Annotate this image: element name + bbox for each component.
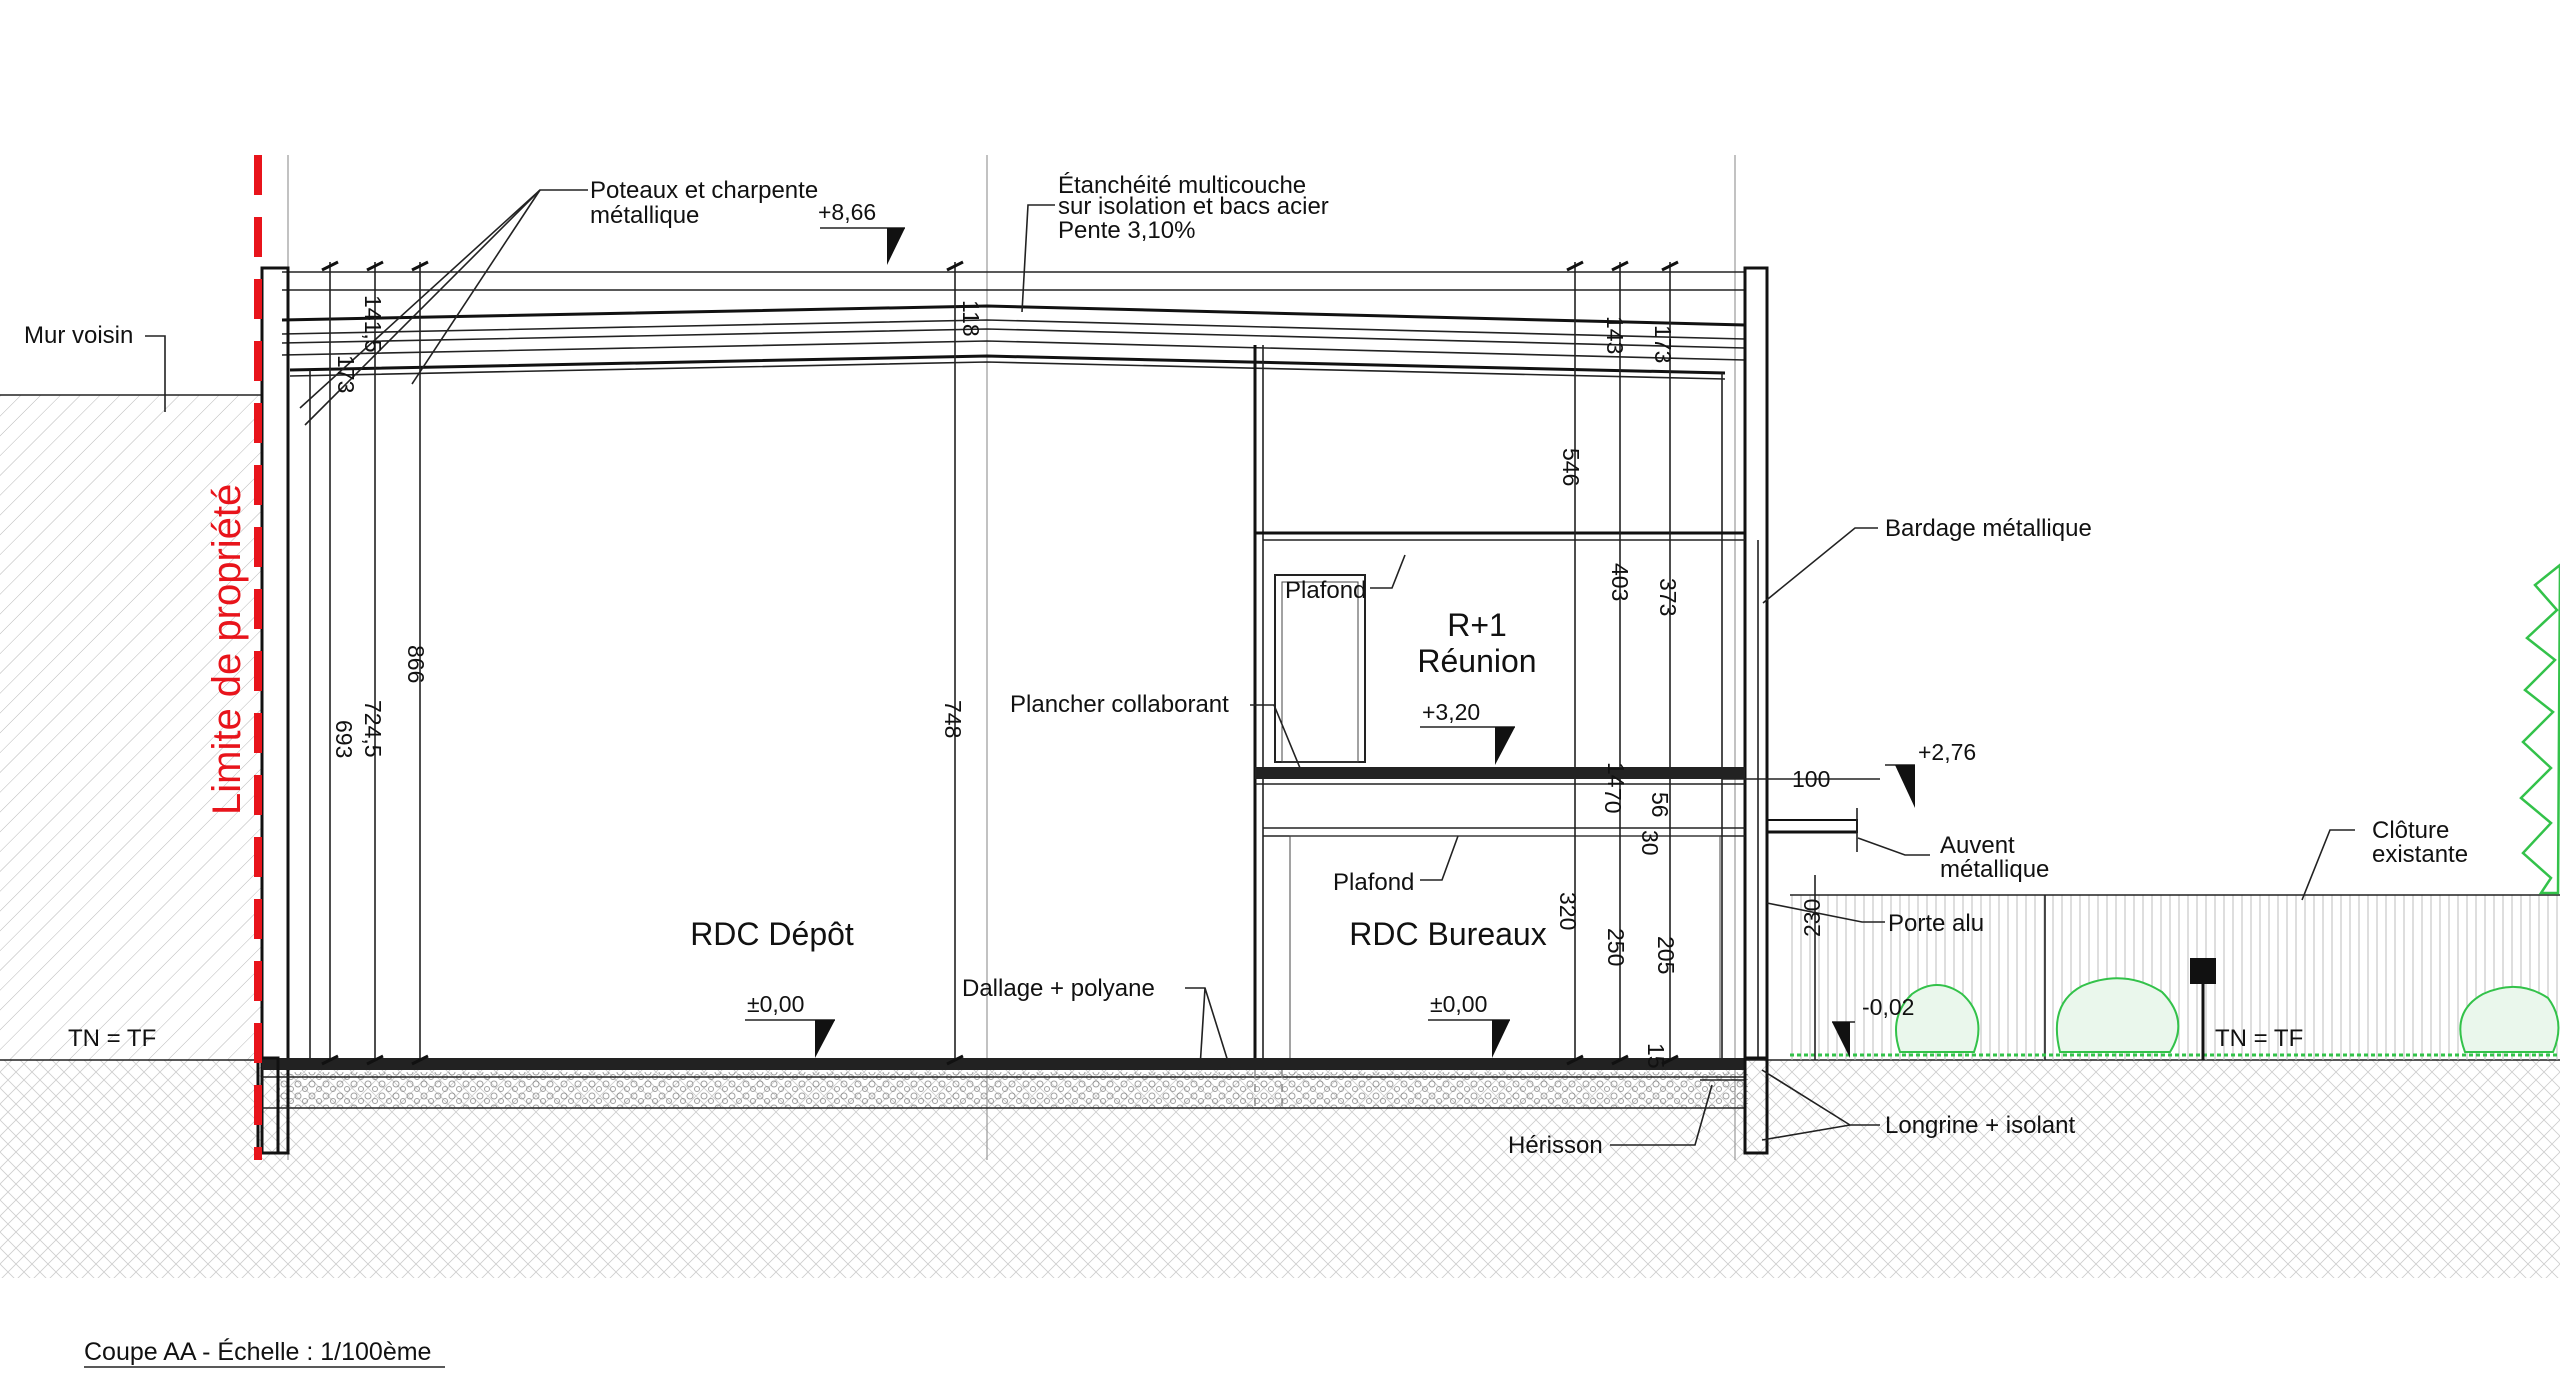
bush-2 — [2055, 977, 2180, 1053]
svg-text:30: 30 — [1637, 830, 1663, 856]
svg-text:existante: existante — [2372, 841, 2468, 868]
svg-text:70: 70 — [1600, 788, 1626, 814]
level-marker-outside: -0,02 — [1832, 994, 1914, 1058]
svg-text:TN = TF: TN = TF — [2215, 1025, 2303, 1052]
svg-text:546: 546 — [1558, 448, 1584, 486]
svg-text:693: 693 — [331, 720, 357, 758]
svg-text:Dallage + polyane: Dallage + polyane — [962, 975, 1155, 1002]
svg-text:403: 403 — [1607, 563, 1633, 601]
svg-text:métallique: métallique — [590, 202, 699, 229]
svg-text:141,5: 141,5 — [360, 295, 386, 353]
svg-text:100: 100 — [1792, 766, 1830, 792]
svg-text:373: 373 — [1655, 578, 1681, 616]
svg-text:TN = TF: TN = TF — [68, 1025, 156, 1052]
level-marker-bureaux: ±0,00 — [1428, 991, 1510, 1058]
svg-text:Porte alu: Porte alu — [1888, 910, 1984, 937]
svg-text:Mur voisin: Mur voisin — [24, 322, 133, 349]
svg-text:+3,20: +3,20 — [1422, 699, 1480, 725]
svg-text:143: 143 — [1602, 316, 1628, 354]
svg-text:Réunion: Réunion — [1417, 643, 1536, 679]
svg-text:Plafond: Plafond — [1285, 577, 1366, 604]
svg-text:Étanchéité multicouche: Étanchéité multicouche — [1058, 172, 1306, 199]
svg-text:Pente 3,10%: Pente 3,10% — [1058, 217, 1195, 244]
plancher-collaborant — [1255, 767, 1745, 779]
svg-text:±0,00: ±0,00 — [747, 991, 804, 1017]
sign-post — [2190, 958, 2216, 984]
svg-text:748: 748 — [940, 700, 966, 738]
svg-text:173: 173 — [333, 355, 359, 393]
svg-text:118: 118 — [958, 300, 984, 337]
svg-text:Bardage métallique: Bardage métallique — [1885, 515, 2092, 542]
longrine-right — [1743, 1056, 1769, 1155]
svg-text:56: 56 — [1647, 792, 1673, 818]
neighbour-wall — [0, 395, 262, 1060]
svg-text:320: 320 — [1555, 892, 1581, 930]
svg-text:+2,76: +2,76 — [1918, 739, 1976, 765]
svg-text:15: 15 — [1643, 1043, 1669, 1069]
svg-text:205: 205 — [1653, 936, 1679, 974]
svg-text:Poteaux et charpente: Poteaux et charpente — [590, 177, 818, 204]
bush-3 — [2459, 985, 2560, 1053]
svg-text:173: 173 — [1650, 325, 1676, 363]
tree — [2519, 563, 2560, 895]
svg-text:Plafond: Plafond — [1333, 869, 1414, 896]
svg-text:R+1: R+1 — [1447, 607, 1507, 643]
slab — [262, 1058, 1745, 1070]
svg-text:sur isolation et bacs acier: sur isolation et bacs acier — [1058, 193, 1329, 220]
svg-text:Longrine + isolant: Longrine + isolant — [1885, 1112, 2075, 1139]
svg-text:-0,02: -0,02 — [1862, 994, 1914, 1020]
svg-text:métallique: métallique — [1940, 856, 2049, 883]
level-marker-top: +8,66 — [818, 199, 905, 265]
svg-text:724,5: 724,5 — [360, 700, 386, 758]
svg-text:Hérisson: Hérisson — [1508, 1132, 1603, 1159]
level-marker-depot: ±0,00 — [745, 991, 835, 1058]
roof-top — [281, 304, 1746, 327]
left-wall — [260, 266, 290, 1155]
svg-text:866: 866 — [403, 645, 429, 683]
svg-text:+8,66: +8,66 — [818, 199, 876, 225]
svg-text:250: 250 — [1603, 928, 1629, 966]
svg-text:Plancher collaborant: Plancher collaborant — [1010, 691, 1229, 718]
herisson-layer — [278, 1072, 1748, 1108]
svg-text:RDC Dépôt: RDC Dépôt — [690, 916, 854, 952]
drawing-caption: Coupe AA - Échelle : 1/100ème — [84, 1337, 431, 1366]
roof-beam — [289, 354, 1726, 375]
level-marker-auvent: +2,76 — [1885, 739, 1976, 808]
svg-text:±0,00: ±0,00 — [1430, 991, 1487, 1017]
svg-text:RDC Bureaux: RDC Bureaux — [1349, 916, 1546, 952]
svg-text:Clôture: Clôture — [2372, 817, 2449, 844]
level-marker-r1: +3,20 — [1420, 699, 1515, 765]
auvent — [1766, 819, 1858, 833]
leaders — [145, 189, 2355, 1146]
svg-text:Auvent: Auvent — [1940, 832, 2015, 859]
property-line-label: Limite de propriété — [205, 484, 249, 815]
bush-1 — [1895, 984, 1980, 1053]
right-wall — [1743, 266, 1769, 1155]
svg-text:14: 14 — [1603, 762, 1629, 788]
svg-text:230: 230 — [1799, 899, 1825, 937]
